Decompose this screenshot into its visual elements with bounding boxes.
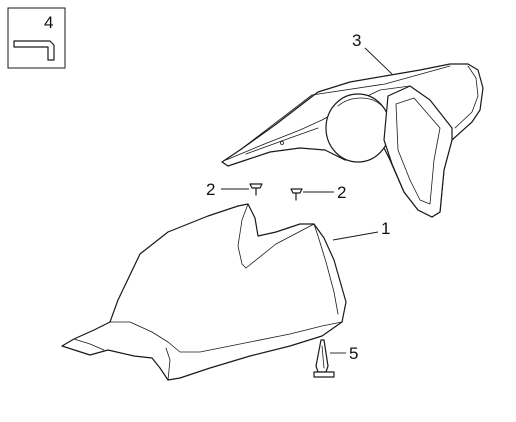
hook-base-plate [313, 371, 335, 378]
callout-1: 1 [381, 219, 390, 238]
seat-outline [61, 203, 347, 381]
seat-ridge-left [237, 203, 249, 269]
seat-side-panel [109, 321, 343, 353]
cowl-inner-edge [245, 127, 319, 155]
part-1-seat[interactable] [61, 203, 347, 381]
part-2-screw-left[interactable] [249, 183, 263, 196]
callout-3: 3 [352, 31, 361, 50]
seat-ridge-right [245, 223, 315, 269]
part-5-hook[interactable] [313, 339, 335, 378]
hook-loop [315, 339, 329, 373]
callout-2-right: 2 [337, 183, 346, 202]
seat-front-fold [313, 223, 339, 315]
leader-line-1 [332, 231, 379, 241]
seat-rear-lip [73, 338, 105, 351]
screw-head [290, 188, 303, 194]
callout-5: 5 [349, 344, 358, 363]
callout-2-left: 2 [206, 180, 215, 199]
hook-inner-slot [321, 345, 325, 369]
screw-head [249, 183, 263, 189]
recess-rim [337, 97, 385, 109]
part-2-screw-right[interactable] [290, 188, 303, 201]
cowl-top-ridge [239, 65, 451, 151]
tail-inner-panel [395, 97, 441, 205]
callout-4: 4 [44, 13, 53, 32]
tail-right-edge [454, 65, 479, 129]
inset-part-4[interactable]: 4 [7, 7, 66, 69]
cowl-side-edge [225, 85, 411, 161]
cowl-tab-hole [280, 141, 284, 145]
hex-key-icon [13, 40, 55, 61]
cowl-tail-section [383, 85, 453, 218]
inset-frame [7, 7, 66, 69]
part-3-seat-cowl[interactable] [221, 63, 484, 218]
seat-bottom-edge [165, 347, 171, 381]
leader-line-3 [364, 47, 393, 75]
